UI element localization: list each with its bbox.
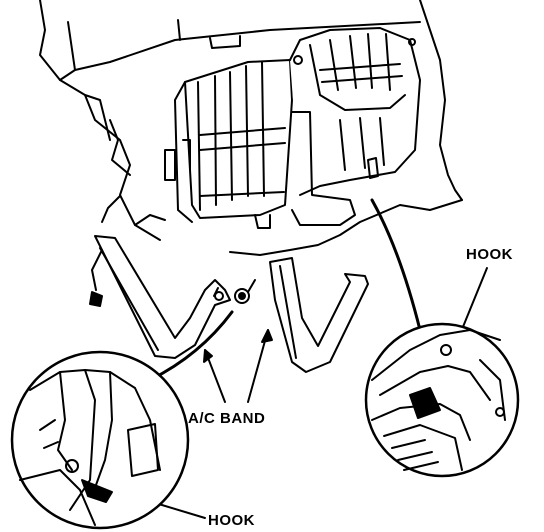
evaporator-housing xyxy=(164,59,293,229)
ac-band-label: A/C BAND xyxy=(188,410,266,427)
dashboard-outline xyxy=(39,0,463,256)
left-ac-band xyxy=(94,235,231,359)
inset-detail-right xyxy=(364,322,520,478)
mounting-screw xyxy=(89,249,256,307)
hook-label-top: HOOK xyxy=(466,246,513,263)
inset-detail-left xyxy=(10,350,190,530)
hook-label-bottom: HOOK xyxy=(208,512,255,529)
right-ac-band xyxy=(269,257,369,373)
blower-unit xyxy=(289,27,421,226)
